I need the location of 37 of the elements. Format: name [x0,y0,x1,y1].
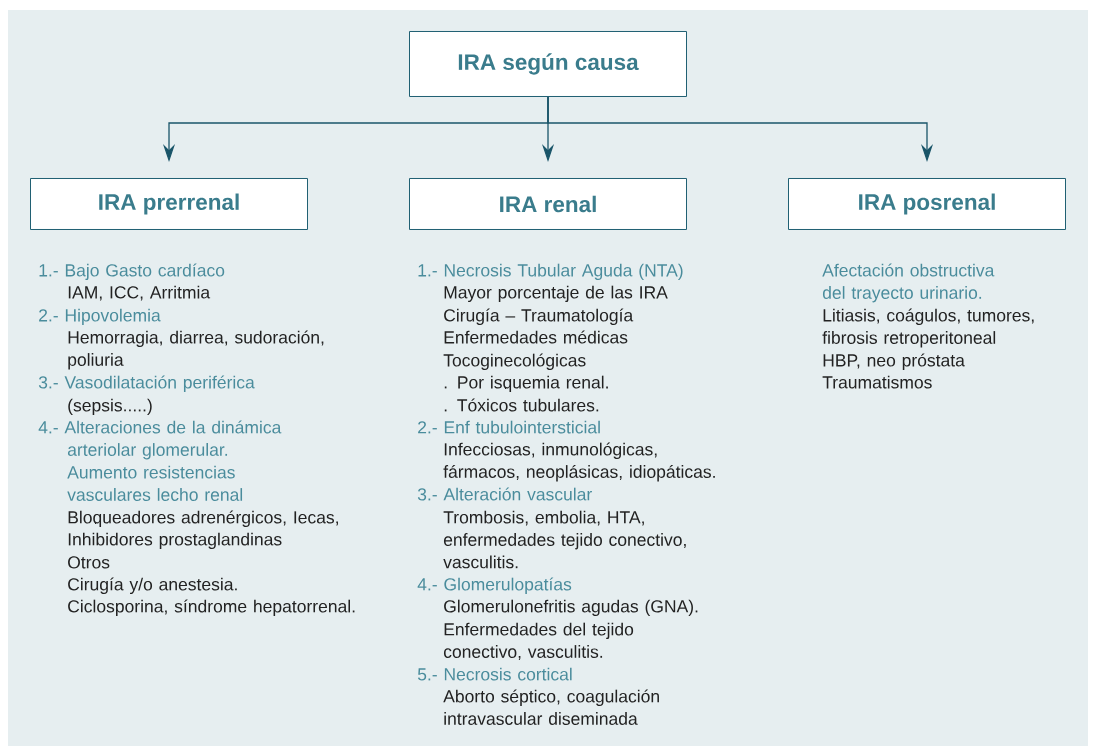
cause-detail: Cirugía – Traumatología [444,308,634,325]
cause-heading: 3.- Vasodilatación periférica [38,375,255,392]
cause-detail: Inhibidores prostaglandinas [68,532,282,549]
cause-heading: 5.- Necrosis cortical [417,667,572,681]
cause-heading: 1.- Necrosis Tubular Aguda (NTA) [418,263,683,280]
cause-detail: Trombosis, embolia, HTA, enfermedades tejido conectivo, vasculitis. [443,510,686,569]
cause-detail: Aborto séptico, coagulación intravascular diseminada [443,689,659,725]
cause-heading: Afectación obstructiva del trayecto urinario. [822,263,995,303]
cause-detail: Litiasis, coágulos, tumores, fibrosis retroperitoneal [822,308,1034,348]
category-box: IRA renal [409,178,687,230]
category-box: IRA posrenal [788,178,1066,230]
cause-detail: Traumatismos [822,375,932,389]
cause-detail: Mayor porcentaje de las IRA [444,285,668,302]
cause-heading: Aumento resistencias vasculares lecho renal [67,465,243,501]
cause-heading: 1.- Bajo Gasto cardíaco [39,263,225,280]
cause-detail: Hemorragia, diarrea, sudoración, poliuria [68,330,324,370]
cause-detail: Infecciosas, inmunológicas, fármacos, neoplásicas, idiopáticas. [443,442,715,482]
cause-heading: 4.- Alteraciones de la dinámica arteriolar glomerular. [38,420,282,460]
cause-detail: Glomerulonefritis agudas (GNA). [444,599,698,616]
cause-detail: Enfermedades médicas [444,330,628,344]
cause-heading: 2.- Hipovolemia [39,308,161,325]
cause-heading: 4.- Glomerulopatías [417,577,572,594]
cause-detail: HBP, neo próstata [823,353,965,370]
cause-heading: 2.- Enf tubulointersticial [418,420,600,434]
cause-detail: . Tóxicos tubulares. [444,398,599,412]
cause-heading: 3.- Alteración vascular [417,487,592,501]
cause-detail: Cirugía y/o anestesia. [68,577,237,594]
cause-detail: Bloqueadores adrenérgicos, Iecas, [68,510,338,527]
cause-detail: Ciclosporina, síndrome hepatorrenal. [68,599,355,616]
cause-detail: (sepsis.....) [68,398,152,415]
cause-detail: IAM, ICC, Arritmia [68,285,211,301]
cause-detail: Tocoginecológicas [443,353,586,370]
cause-detail: Otros [68,556,110,569]
cause-detail: Enfermedades del tejido conectivo, vasculitis. [443,622,634,660]
category-box: IRA prerrenal [30,178,308,230]
cause-detail: . Por isquemia renal. [444,375,608,392]
root-box: IRA según causa [409,31,687,97]
